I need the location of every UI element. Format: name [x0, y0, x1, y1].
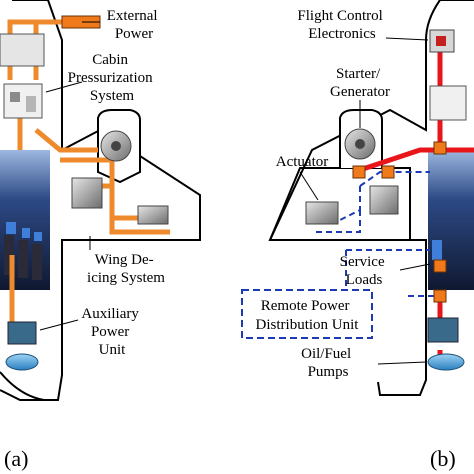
- service-loads-label: Service Loads: [340, 254, 389, 288]
- fuselage-tail-a: [0, 371, 45, 401]
- fuel-pump-b: [427, 353, 465, 371]
- labels-a: External Power Cabin Pressurization Syst…: [68, 8, 166, 358]
- starter-hub: [355, 139, 365, 149]
- pressurization-unit-a: [0, 33, 45, 67]
- flight-control-label: Flight Control Electronics: [297, 8, 386, 42]
- dashed-links: [316, 171, 434, 297]
- actuator-label: Actuator: [276, 154, 328, 170]
- wing-deicing-label: Wing De- icing System: [87, 252, 165, 286]
- oil-fuel-pumps-label: Oil/Fuel Pumps: [301, 346, 355, 380]
- module-detail-a: [10, 92, 20, 102]
- labels-b: Flight Control Electronics Starter/ Gene…: [256, 8, 390, 380]
- flight-control-indicator: [436, 36, 446, 46]
- starter-generator-label: Starter/ Generator: [330, 66, 390, 100]
- external-power-label: External Power: [107, 8, 162, 42]
- leader-lines-b: [299, 37, 431, 365]
- panel-a-label: (a): [4, 446, 28, 471]
- aircraft-outline-a: [0, 0, 201, 401]
- pneumatic-lines: [7, 19, 170, 325]
- panel-b: [241, 0, 474, 396]
- bus-nodes: [352, 141, 447, 303]
- actuator-component: [305, 201, 339, 225]
- apu-unit: [7, 321, 37, 345]
- deicing-unit-a: [71, 177, 103, 209]
- cabin-pressurization-label: Cabin Pressurization System: [68, 52, 157, 104]
- pressurization-module-b: [429, 85, 467, 121]
- apu-unit-b: [427, 317, 459, 343]
- panel-b-label: (b): [430, 446, 456, 471]
- cabin-screen-b: [432, 240, 442, 260]
- pressurization-module-a: [3, 83, 43, 119]
- panel-a: [0, 0, 201, 401]
- auxiliary-power-unit-label: Auxiliary Power Unit: [81, 306, 142, 358]
- fuel-tank-a: [5, 353, 39, 371]
- deicing-unit-b: [369, 185, 399, 215]
- leader-lines-a: [39, 21, 100, 331]
- remote-power-distribution-box: [241, 289, 373, 339]
- engine-hub-a: [111, 141, 121, 151]
- cabin-seats-a: [4, 222, 42, 280]
- remote-power-distribution-label: Remote Power Distribution Unit: [256, 298, 360, 333]
- module-detail-b: [26, 96, 36, 112]
- wing-actuator-a: [137, 205, 169, 225]
